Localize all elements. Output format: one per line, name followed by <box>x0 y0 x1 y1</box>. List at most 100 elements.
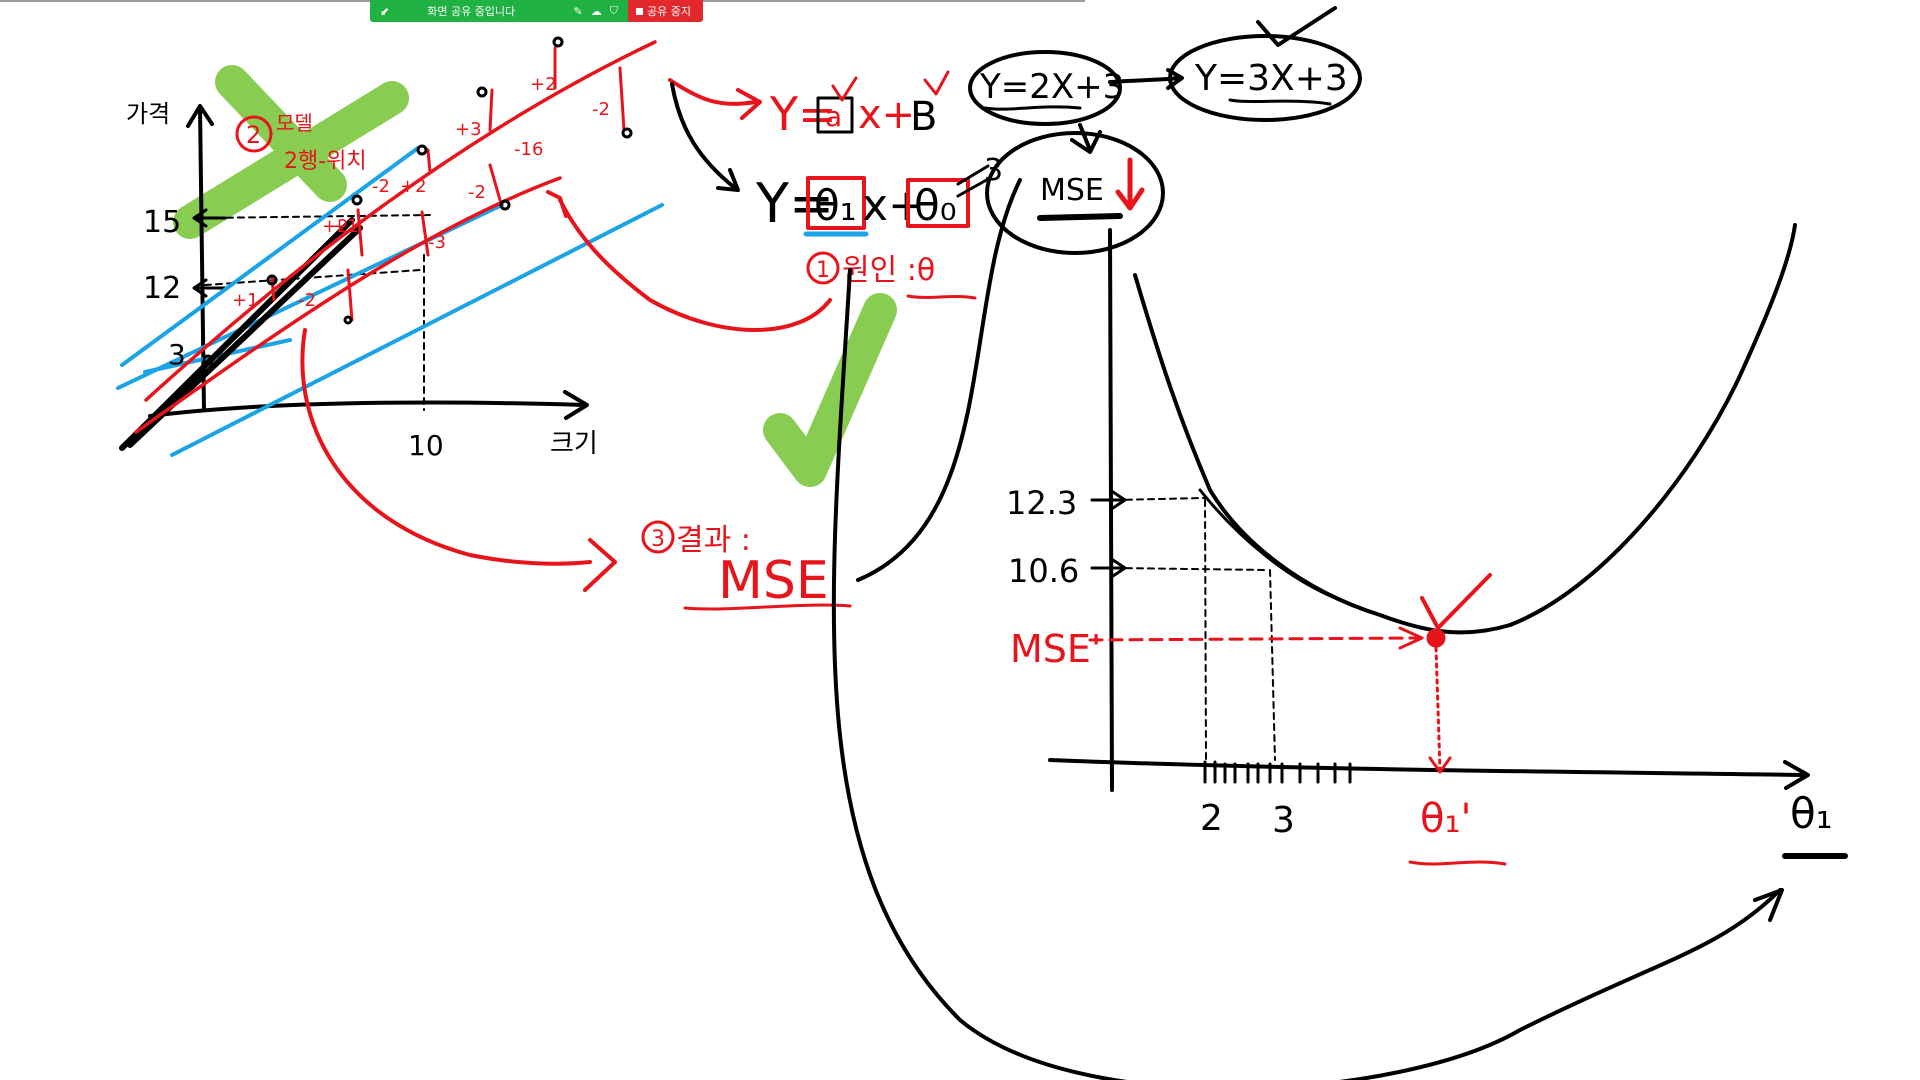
residual-label: +2 <box>530 74 557 95</box>
residual-label: -2 <box>372 176 390 197</box>
check-mark <box>923 70 950 96</box>
y-tick-3: 3 <box>168 338 186 371</box>
y-axis-label: 가격 <box>126 100 170 128</box>
green-check-mark <box>763 293 897 487</box>
black-loop-curve <box>831 178 1782 1080</box>
data-points <box>202 36 633 366</box>
model-note-number: 2 <box>246 121 261 149</box>
mse-tick-10-6: 10.6 <box>1008 552 1079 590</box>
mse-down-arrow <box>1115 157 1145 211</box>
x-tick-marks <box>1203 760 1352 784</box>
loop-arrow-head <box>1753 888 1784 922</box>
step-3-text: 결과 : <box>676 523 751 558</box>
residual-label: +2 <box>322 216 349 237</box>
theta-x-axis <box>1048 758 1807 777</box>
black-fit-line <box>119 217 363 451</box>
formula-1: Y= a x+ B <box>668 70 950 141</box>
tick-arrows <box>192 208 227 298</box>
x-axis-label: 크기 <box>550 429 598 459</box>
shield-icon[interactable]: ⛉ <box>609 4 618 17</box>
share-status-panel: ⬋ 화면 공유 중입니다 ✎ ☁ ⛉ <box>370 0 628 22</box>
residual-lines <box>270 46 626 322</box>
equation-b: Y=3X+3 <box>1194 58 1348 99</box>
stop-share-label: 공유 중지 <box>647 5 691 18</box>
equation-a: Y=2X+3 <box>979 67 1124 107</box>
step-3-result: MSE <box>718 551 829 611</box>
model-note: 2 모델 2행-위치 <box>235 111 367 174</box>
equation-b-underline <box>1228 98 1332 106</box>
theta-prime-label: θ₁' <box>1420 796 1472 842</box>
theta1-axis-label: θ₁ <box>1790 789 1833 838</box>
formula-1-box-value: a <box>825 100 842 133</box>
red-curved-arrow <box>546 190 832 332</box>
x-tick-10: 10 <box>408 429 444 462</box>
stop-share-button[interactable]: 공유 중지 <box>628 0 703 22</box>
formula-2-prefix: Y= <box>755 172 834 235</box>
theta0-label: θ₀ <box>914 181 957 230</box>
step-1-note: 1 원인 :θ <box>806 251 977 300</box>
theta1-box <box>806 176 866 230</box>
mse-underline <box>1037 213 1123 221</box>
loss-curve-shade <box>1198 488 1342 602</box>
residual-label: -2 <box>468 182 486 203</box>
minimum-check <box>1420 573 1492 630</box>
step-3-number: 3 <box>651 527 665 552</box>
step-1-underline <box>906 294 977 300</box>
residual-label: +1 <box>232 290 259 311</box>
model-note-text-2: 2행-위치 <box>284 149 367 174</box>
model-note-text: 모델 <box>276 111 313 135</box>
mse-prime-arrow <box>1398 626 1424 650</box>
step-1-number: 1 <box>816 258 830 283</box>
formula-1-suffix: x+ <box>858 92 915 138</box>
mse-y-axis <box>1108 228 1114 792</box>
theta-prime-arrow <box>1428 756 1452 774</box>
residual-label: -2 <box>298 290 316 311</box>
residual-label: +3 <box>455 119 482 140</box>
tick-arrows-right <box>1090 490 1127 578</box>
cloud-icon[interactable]: ☁ <box>590 4 602 18</box>
right-axes <box>1048 228 1810 792</box>
check-mark <box>831 76 858 102</box>
arrow-to-formula-1 <box>668 78 762 120</box>
theta0-box <box>906 178 970 228</box>
pin-icon[interactable]: ✎ <box>573 4 583 18</box>
theta-prime-underline <box>1408 860 1507 866</box>
step-3-note: 3 결과 : MSE <box>641 520 852 611</box>
green-x-mark <box>173 65 409 239</box>
mse-circle-label: MSE <box>1040 173 1104 208</box>
left-guides <box>204 214 431 411</box>
theta-tick-2: 2 <box>1200 798 1223 839</box>
red-curved-arrow-2 <box>300 328 617 592</box>
equation-a-underline <box>983 105 1082 111</box>
residual-label: -16 <box>514 139 543 160</box>
residual-label: -3 <box>428 232 446 253</box>
mse-tick-12-3: 12.3 <box>1006 484 1077 522</box>
right-guides <box>1114 497 1276 761</box>
arrow-to-formula-2 <box>670 82 740 192</box>
mse-prime-guide <box>1088 636 1422 642</box>
step-1-text: 원인 :θ <box>842 253 935 288</box>
residual-label: -2 <box>592 99 610 120</box>
share-arrow-icon: ⬋ <box>380 4 390 18</box>
mse-prime-label: MSE' <box>1010 627 1101 671</box>
residual-label: +2 <box>400 176 427 197</box>
screen-share-bar: ⬋ 화면 공유 중입니다 ✎ ☁ ⛉ 공유 중지 <box>370 0 703 22</box>
minimum-point <box>1426 628 1446 648</box>
theta1-label: θ₁ <box>814 181 857 230</box>
theta-x-arrow <box>1783 760 1810 790</box>
theta0-strike <box>956 164 992 198</box>
oval-down-arrow <box>1070 123 1102 154</box>
share-status-label: 화면 공유 중입니다 <box>427 5 516 18</box>
residual-labels: +2 +3 +2 -2 -16 +1 -2 +2 -2 -3 +1 -2 <box>232 74 610 311</box>
equation-ovals: Y=2X+3 Y=3X+3 <box>968 6 1362 154</box>
minimum-marker: MSE' θ₁' <box>1010 573 1507 866</box>
formula-1-box <box>816 96 854 134</box>
theta-prime-guide <box>1434 646 1442 772</box>
stop-square-icon <box>636 7 643 15</box>
residual-label: +1 <box>332 216 359 237</box>
checkmark-top <box>1256 6 1337 47</box>
y-tick-12: 12 <box>143 271 181 306</box>
mse-circle: MSE <box>985 131 1165 255</box>
theta-tick-3: 3 <box>1272 800 1295 841</box>
